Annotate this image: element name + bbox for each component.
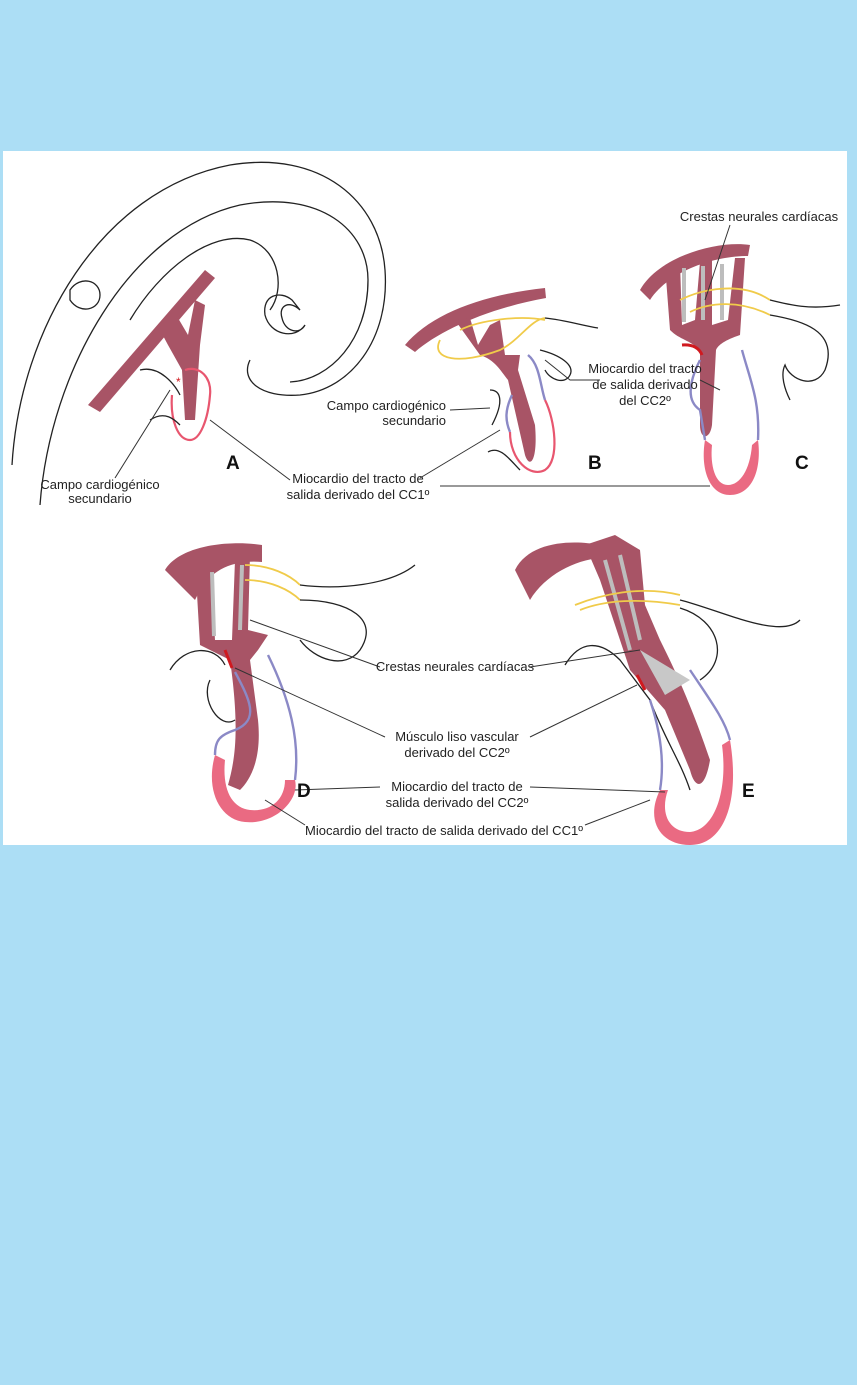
panel-d-heart xyxy=(165,543,416,823)
panel-label-e: E xyxy=(742,781,755,802)
label-line: secundario xyxy=(68,491,132,506)
label-musculo-liso: Músculo liso vascular derivado del CC2º xyxy=(395,729,519,760)
panel-e-heart xyxy=(515,535,801,845)
label-line: derivado del CC2º xyxy=(404,745,509,760)
panel-c-heart xyxy=(640,244,841,495)
label-line: de salida derivado xyxy=(592,377,698,392)
label-line: Campo cardiogénico xyxy=(40,477,159,492)
label-line: secundario xyxy=(382,413,446,428)
label-campo-a: Campo cardiogénico secundario xyxy=(40,477,159,506)
label-crestas-bottom: Crestas neurales cardíacas xyxy=(376,659,535,674)
label-miocardio-cc1-bottom: Miocardio del tracto de salida derivado … xyxy=(305,823,583,838)
panel-b-heart xyxy=(405,288,599,473)
label-line: salida derivado del CC1º xyxy=(287,487,430,502)
panel-label-c: C xyxy=(795,453,809,474)
label-line: Miocardio del tracto xyxy=(588,361,701,376)
label-line: Miocardio del tracto de xyxy=(292,471,424,486)
label-line: salida derivado del CC2º xyxy=(386,795,529,810)
panel-label-b: B xyxy=(588,453,602,474)
label-miocardio-cc1-top: Miocardio del tracto de salida derivado … xyxy=(287,471,430,502)
panel-a-embryo: * xyxy=(11,161,387,506)
label-miocardio-cc2-top: Miocardio del tracto de salida derivado … xyxy=(588,361,701,408)
label-crestas-top: Crestas neurales cardíacas xyxy=(680,209,839,224)
label-line: Campo cardiogénico xyxy=(327,398,446,413)
panel-label-a: A xyxy=(226,453,240,474)
label-miocardio-cc2-bottom: Miocardio del tracto de salida derivado … xyxy=(386,779,529,810)
label-line: Músculo liso vascular xyxy=(395,729,519,744)
label-line: del CC2º xyxy=(619,393,671,408)
label-campo-b: Campo cardiogénico secundario xyxy=(327,398,446,428)
svg-text:*: * xyxy=(176,375,181,389)
leader-lines xyxy=(114,224,731,826)
label-line: Miocardio del tracto de xyxy=(391,779,523,794)
panel-label-d: D xyxy=(297,781,311,802)
